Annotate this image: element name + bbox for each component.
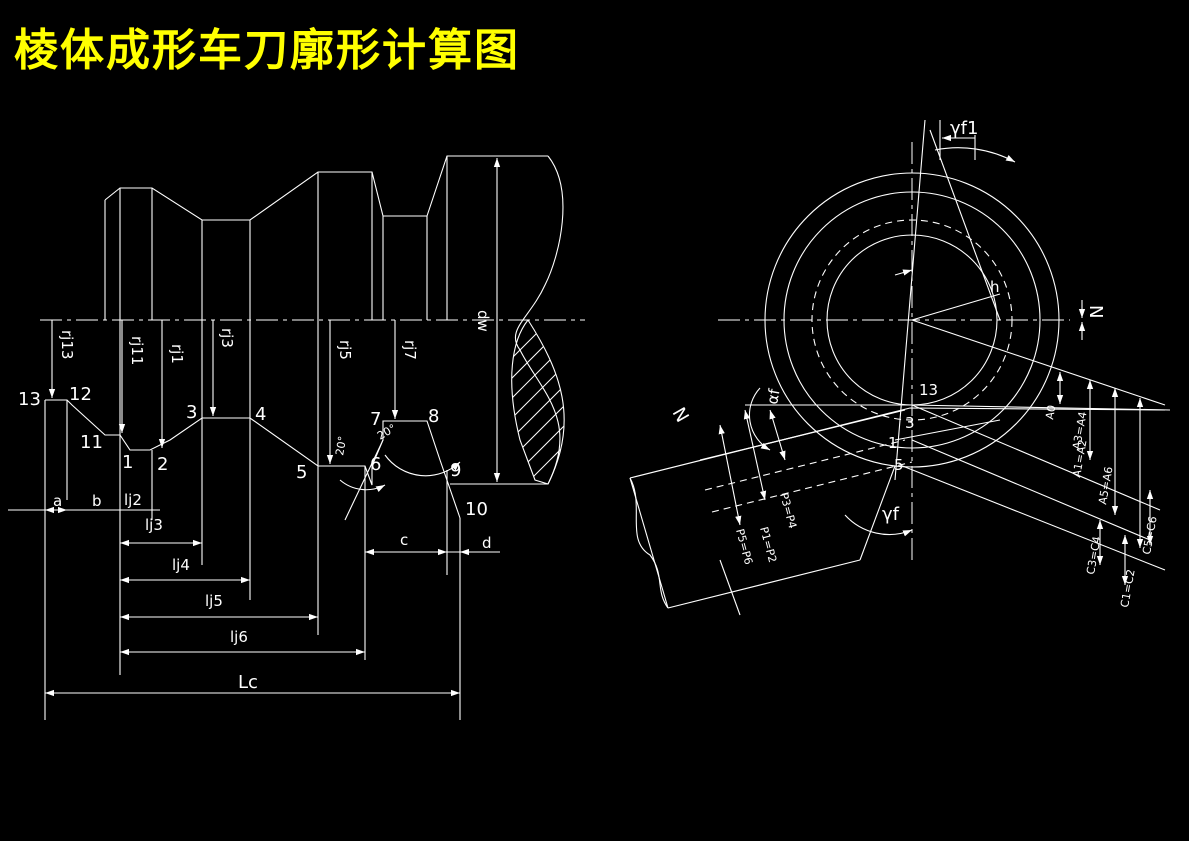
label-A0: A0: [1043, 404, 1058, 421]
point-7: 7: [370, 409, 381, 430]
point-5-right: 5: [894, 456, 904, 474]
point-1-right: 1: [888, 434, 898, 452]
label-gamma-f: γf: [882, 504, 900, 525]
point-5: 5: [296, 462, 307, 483]
point-4: 4: [255, 404, 266, 425]
workpiece-top-contour: [104, 155, 548, 221]
label-d: d: [482, 534, 492, 552]
workpiece-profile-view: [8, 155, 585, 720]
label-C5-C6: C5=C6: [1140, 515, 1160, 555]
label-rj3: rj3: [218, 328, 236, 348]
point-10: 10: [465, 499, 488, 520]
left-radius-labels: rj13 rj11 rj1 rj3 rj5 rj7 dw: [58, 310, 492, 365]
point-2: 2: [157, 454, 168, 475]
label-rj13: rj13: [58, 330, 76, 359]
label-N-right: N: [1085, 305, 1106, 318]
label-A5-A6: A5=A6: [1096, 466, 1115, 506]
label-Lc: Lc: [238, 672, 258, 693]
tool-profile: [45, 399, 461, 519]
label-rj11: rj11: [128, 336, 146, 365]
label-rj5: rj5: [336, 340, 354, 360]
point-11: 11: [80, 432, 103, 453]
point-3: 3: [186, 402, 197, 423]
label-lj6: lj6: [230, 628, 248, 646]
label-rj1: rj1: [168, 344, 186, 364]
point-6: 6: [370, 454, 381, 475]
section-hatch: [511, 319, 565, 485]
left-dimension-labels: a b lj2 lj3 lj4 lj5 lj6 Lc c d 20° 20°: [53, 422, 492, 693]
label-lj5: lj5: [205, 592, 223, 610]
label-angle-20-a: 20°: [333, 435, 349, 456]
point-13: 13: [18, 389, 41, 410]
label-lj2: lj2: [124, 491, 142, 509]
label-gamma-f1: γf1: [950, 118, 978, 139]
label-a: a: [53, 492, 62, 510]
label-lj4: lj4: [172, 556, 190, 574]
page-title: 棱体成形车刀廓形计算图: [14, 25, 520, 76]
point-8: 8: [428, 406, 439, 427]
label-N-left: N: [668, 404, 693, 426]
label-c: c: [400, 531, 408, 549]
point-13-right: 13: [919, 381, 938, 399]
label-alpha-f: αf: [763, 387, 783, 406]
label-lj3: lj3: [145, 516, 163, 534]
label-b: b: [92, 492, 102, 510]
label-P1-P2: P1=P2: [757, 525, 779, 564]
label-dw: dw: [474, 310, 492, 332]
label-h: h: [990, 278, 1000, 296]
tool-geometry-view: [629, 119, 1171, 616]
label-C3-C4: C3=C4: [1084, 535, 1104, 575]
label-P5-P6: P5=P6: [733, 527, 755, 566]
point-9: 9: [450, 460, 461, 481]
left-point-labels: 13 12 11 1 2 3 4 5 6 7 8 9 10: [18, 384, 488, 520]
point-3-right: 3: [905, 414, 915, 432]
label-rj7: rj7: [401, 340, 419, 360]
point-12: 12: [69, 384, 92, 405]
label-P3-P4: P3=P4: [777, 491, 799, 530]
label-C1-C2: C1=C2: [1118, 568, 1138, 608]
point-1: 1: [122, 452, 133, 473]
